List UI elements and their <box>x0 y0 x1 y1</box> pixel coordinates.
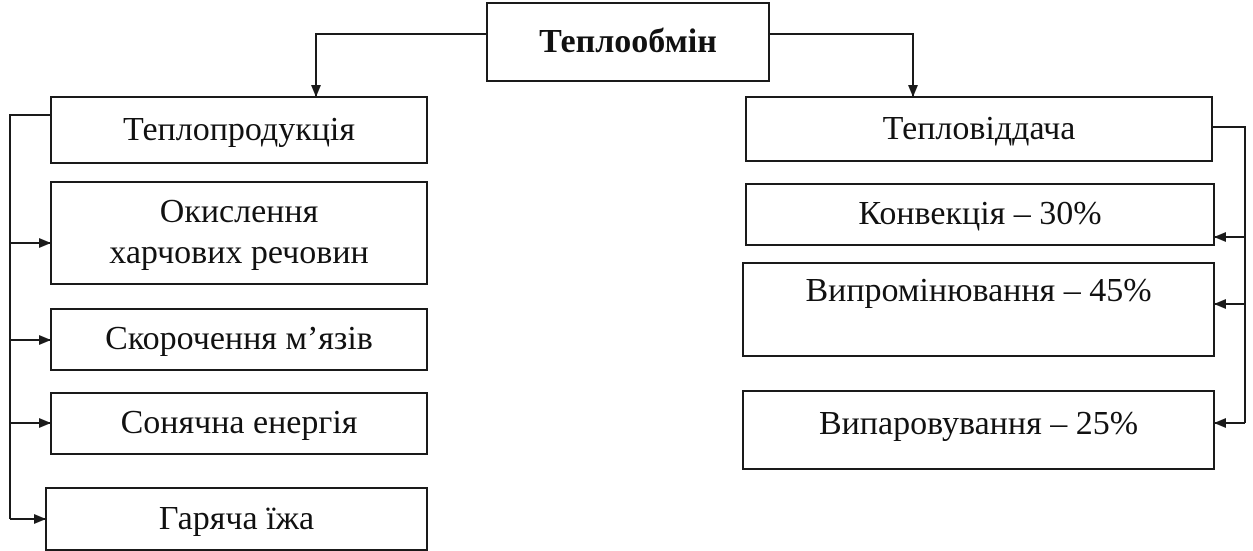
heat-loss-label: Тепловіддача <box>882 109 1076 147</box>
evaporation-label: Випаровування – 25% <box>818 404 1139 442</box>
heat-loss-box: Тепловіддача <box>745 96 1213 162</box>
root-to-heat-production-arrow <box>311 33 486 97</box>
heat-loss-bus-line <box>1213 126 1246 423</box>
root-heat-exchange-label: Теплообмін <box>539 22 717 60</box>
convection-box: Конвекція – 30% <box>745 183 1215 246</box>
evaporation-box: Випаровування – 25% <box>742 390 1215 470</box>
solar-energy-box: Сонячна енергія <box>50 392 428 455</box>
muscle-contraction-label: Скорочення м’язів <box>105 320 373 358</box>
convection-label: Конвекція – 30% <box>858 195 1102 233</box>
solar-energy-label: Сонячна енергія <box>120 404 358 442</box>
radiation-box: Випромінювання – 45% <box>742 262 1215 357</box>
hot-food-box: Гаряча їжа <box>45 487 428 551</box>
root-heat-exchange-box: Теплообмін <box>486 2 770 82</box>
root-to-heat-loss-arrow <box>770 33 918 97</box>
hot-food-label: Гаряча їжа <box>158 499 315 537</box>
oxidation-box: Окислення харчових речовин <box>50 181 428 285</box>
oxidation-label: Окислення харчових речовин <box>109 193 369 271</box>
radiation-label: Випромінювання – 45% <box>805 272 1152 310</box>
heat-production-box: Теплопродукція <box>50 96 428 164</box>
muscle-contraction-box: Скорочення м’язів <box>50 308 428 371</box>
heat-production-label: Теплопродукція <box>122 110 356 148</box>
heat-production-bus-line <box>9 114 50 519</box>
